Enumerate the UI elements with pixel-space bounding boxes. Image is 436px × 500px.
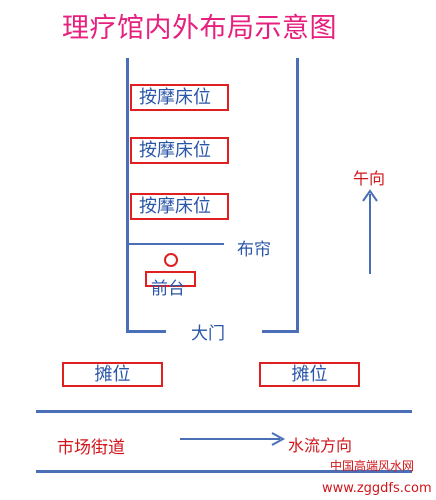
- street-label: 市场街道: [57, 438, 125, 458]
- massage-bed-3: 按摩床位: [130, 193, 229, 220]
- street-line-bottom: [36, 470, 412, 473]
- massage-bed-2: 按摩床位: [130, 137, 229, 164]
- orientation-label: 午向: [353, 169, 386, 188]
- watermark-url: www.zggdfs.com: [322, 481, 432, 496]
- water-flow-label: 水流方向: [288, 436, 353, 455]
- door-label: 大门: [191, 324, 225, 344]
- room-left-wall: [126, 58, 129, 333]
- room-right-wall: [296, 58, 299, 333]
- curtain-line: [129, 243, 224, 245]
- stall-right: 摊位: [259, 362, 360, 387]
- water-flow-arrow-icon: [180, 432, 286, 446]
- street-line-top: [36, 410, 412, 413]
- room-bottom-wall-left: [126, 330, 166, 333]
- massage-bed-1: 按摩床位: [130, 84, 229, 111]
- stall-left: 摊位: [62, 362, 163, 387]
- front-desk-box: [145, 271, 196, 287]
- diagram-title: 理疗馆内外布局示意图: [62, 13, 337, 44]
- orientation-arrow-icon: [362, 189, 378, 274]
- front-desk-marker-icon: [164, 253, 178, 267]
- front-desk-label: 前台: [151, 279, 185, 299]
- room-bottom-wall-right: [262, 330, 299, 333]
- watermark-site-name: 中国高端风水网: [330, 459, 415, 473]
- curtain-label: 布帘: [237, 240, 271, 260]
